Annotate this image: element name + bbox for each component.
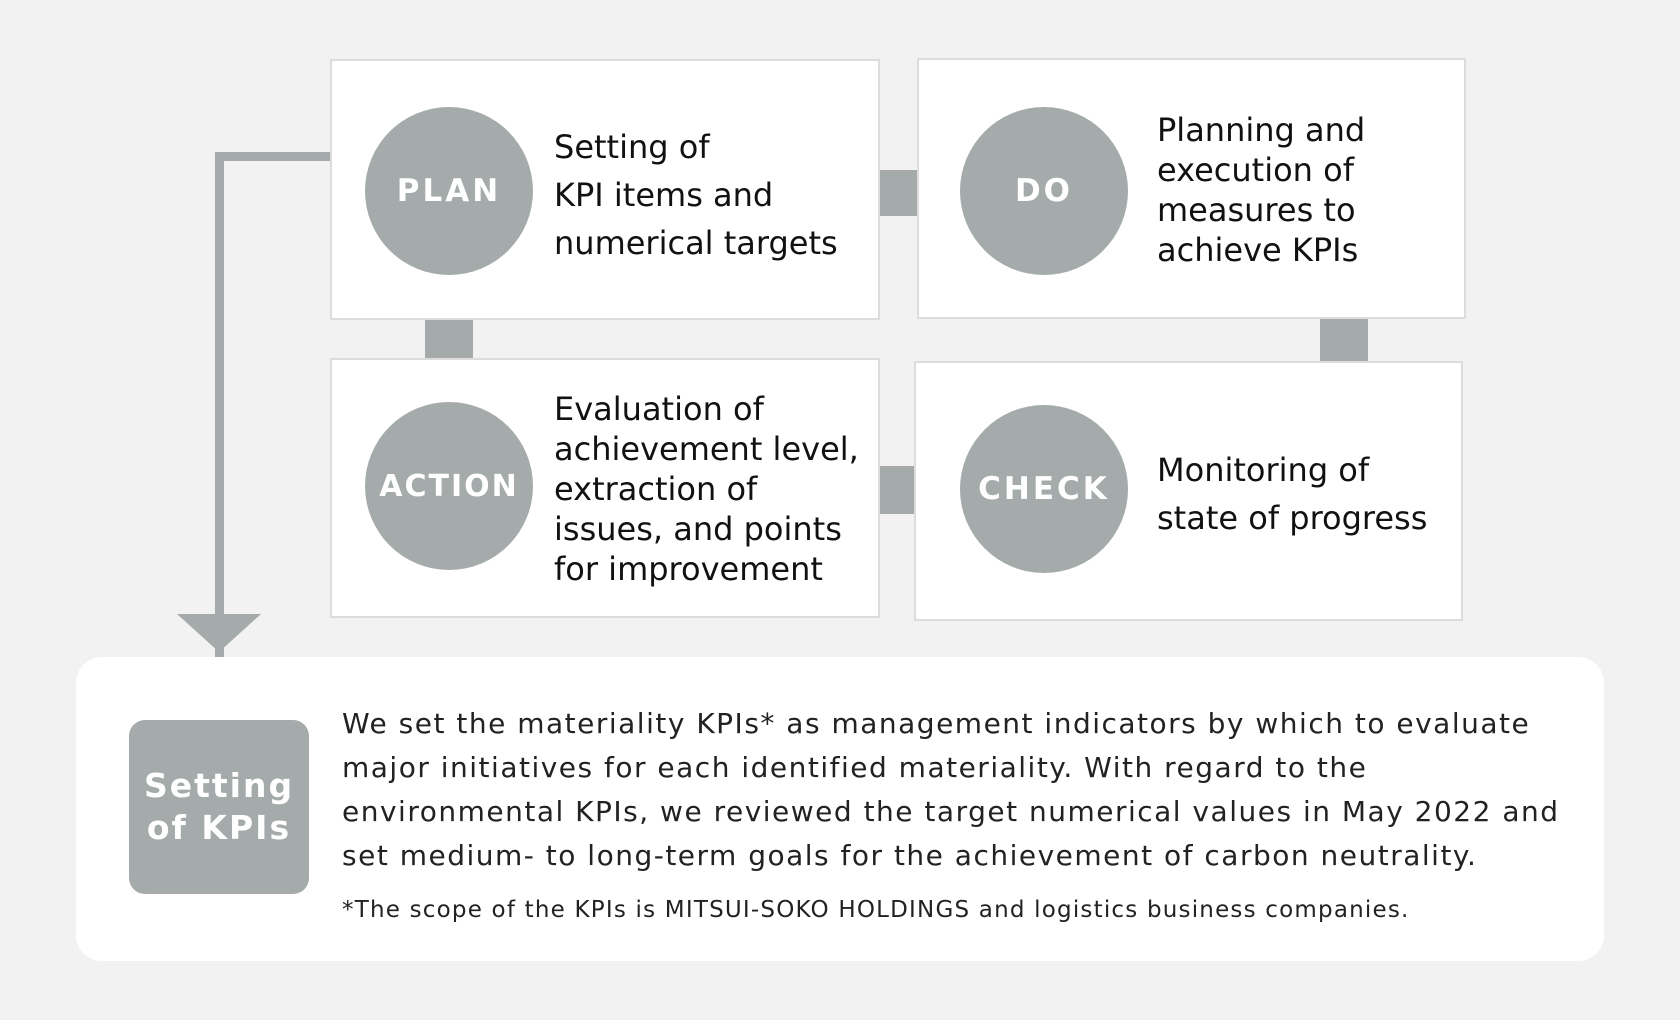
plan-box xyxy=(330,59,880,320)
check-circle: CHECK xyxy=(960,405,1128,573)
plan-circle: PLAN xyxy=(365,107,533,275)
kpi-setting-title: Setting of KPIs xyxy=(129,720,309,894)
do-circle: DO xyxy=(960,107,1128,275)
action-description: Evaluation of achievement level, extract… xyxy=(554,390,859,588)
action-circle: ACTION xyxy=(365,402,533,570)
kpi-setting-card xyxy=(76,657,1604,961)
arrow-plan-to-kpi-setting xyxy=(177,152,330,657)
plan-description: Setting of KPI items and numerical targe… xyxy=(554,128,838,262)
kpi-scope-footnote: *The scope of the KPIs is MITSUI-SOKO HO… xyxy=(342,897,1410,923)
check-description: Monitoring of state of progress xyxy=(1157,451,1428,537)
kpi-setting-description: We set the materiality KPIs* as manageme… xyxy=(342,707,1560,872)
do-description: Planning and execution of measures to ac… xyxy=(1157,111,1366,269)
